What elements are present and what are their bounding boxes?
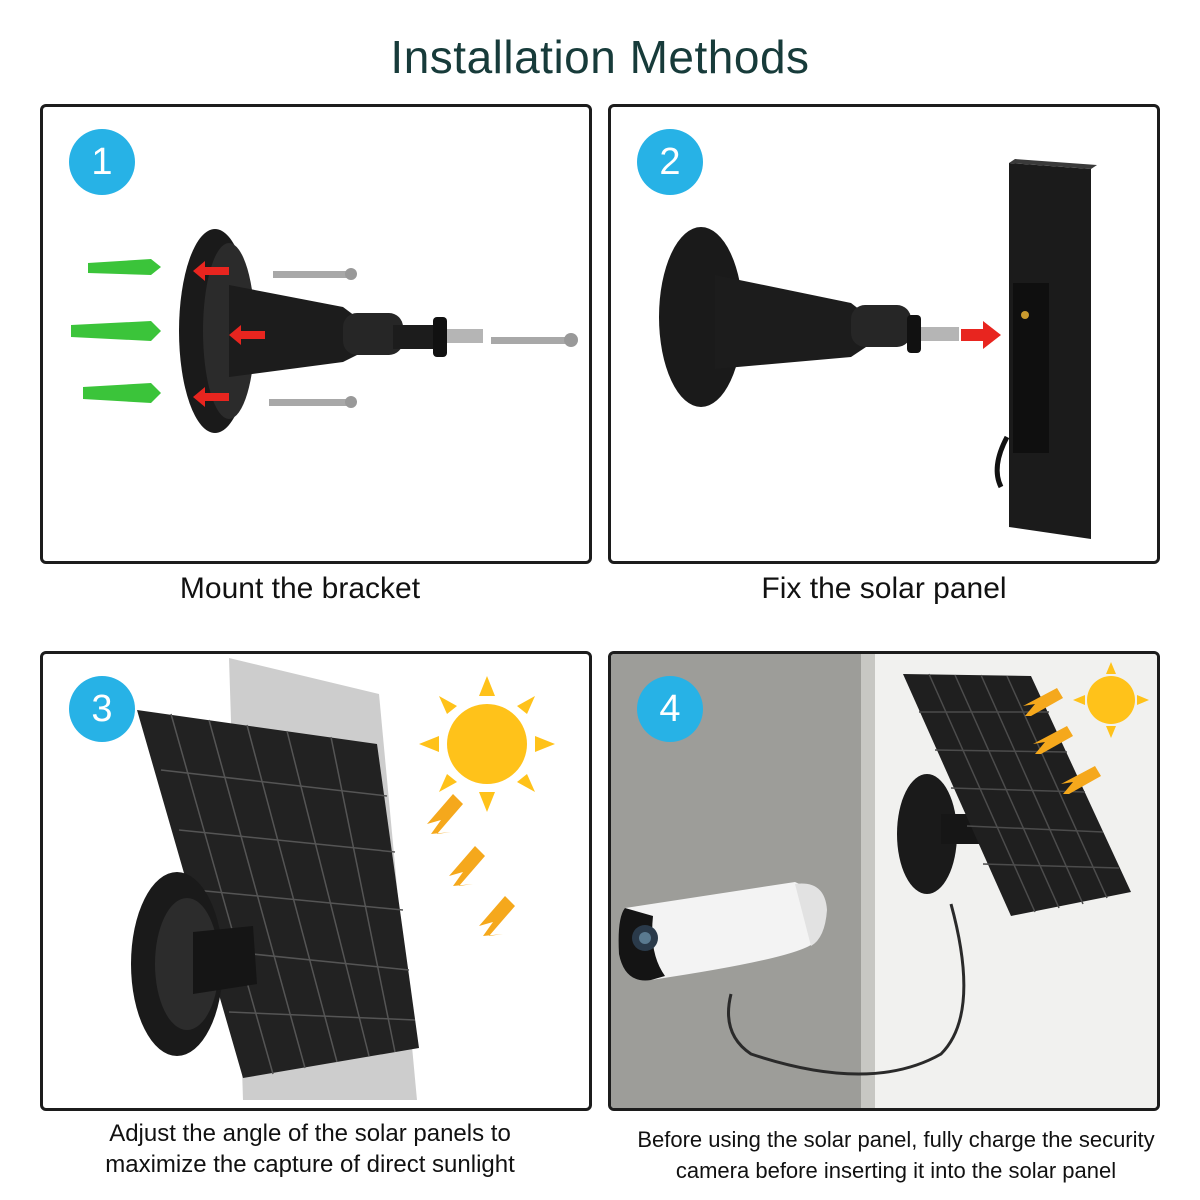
step-2-badge: 2 <box>637 129 703 195</box>
step-4-caption-line-2: camera before inserting it into the sola… <box>675 1158 1117 1183</box>
step-2-caption: Fix the solar panel <box>761 572 1007 605</box>
solar-panel-icon <box>137 710 419 1078</box>
direction-arrow-icon <box>961 321 1001 349</box>
adjust-angle-illustration <box>131 658 555 1100</box>
wall-anchor-icon <box>71 259 161 403</box>
direction-arrow-icon <box>193 261 265 407</box>
bracket-arm-icon <box>229 285 363 377</box>
step-1-panel: 1 <box>40 104 592 564</box>
step-4-caption-line-1: Before using the solar panel, fully char… <box>637 1127 1155 1152</box>
mount-bracket-illustration <box>71 229 578 433</box>
screw-thread-icon <box>447 329 483 343</box>
cable <box>727 903 966 1076</box>
sun-icon <box>419 676 555 812</box>
screw-thread-icon <box>921 327 959 341</box>
step-1-badge: 1 <box>69 129 135 195</box>
screw-icon <box>269 268 578 408</box>
bracket-base-icon <box>897 774 957 894</box>
fix-panel-illustration <box>659 159 1097 539</box>
sun-icon <box>1073 662 1149 738</box>
step-4-panel: 4 <box>608 651 1160 1111</box>
step-3-caption-line-1: Adjust the angle of the solar panels to <box>109 1120 511 1147</box>
sunlight-arrow-icon <box>427 794 515 936</box>
sunlight-arrow-icon <box>1023 688 1101 794</box>
step-1-caption: Mount the bracket <box>179 572 421 605</box>
step-2-panel: 2 <box>608 104 1160 564</box>
step-4-badge: 4 <box>637 676 703 742</box>
security-camera-icon <box>618 882 827 981</box>
camera-setup-photo <box>611 654 1157 1108</box>
solar-panel-icon <box>903 674 1131 916</box>
step-3-badge: 3 <box>69 676 135 742</box>
step-3-caption-line-2: maximize the capture of direct sunlight <box>105 1151 515 1178</box>
step-3-caption: Adjust the angle of the solar panels to … <box>40 1118 580 1180</box>
bracket-arm-icon <box>715 275 869 369</box>
step-3-panel: 3 <box>40 651 592 1111</box>
step-4-caption: Before using the solar panel, fully char… <box>596 1124 1196 1186</box>
solar-cell-grid <box>160 713 416 1075</box>
page-title: Installation Methods <box>390 31 810 83</box>
